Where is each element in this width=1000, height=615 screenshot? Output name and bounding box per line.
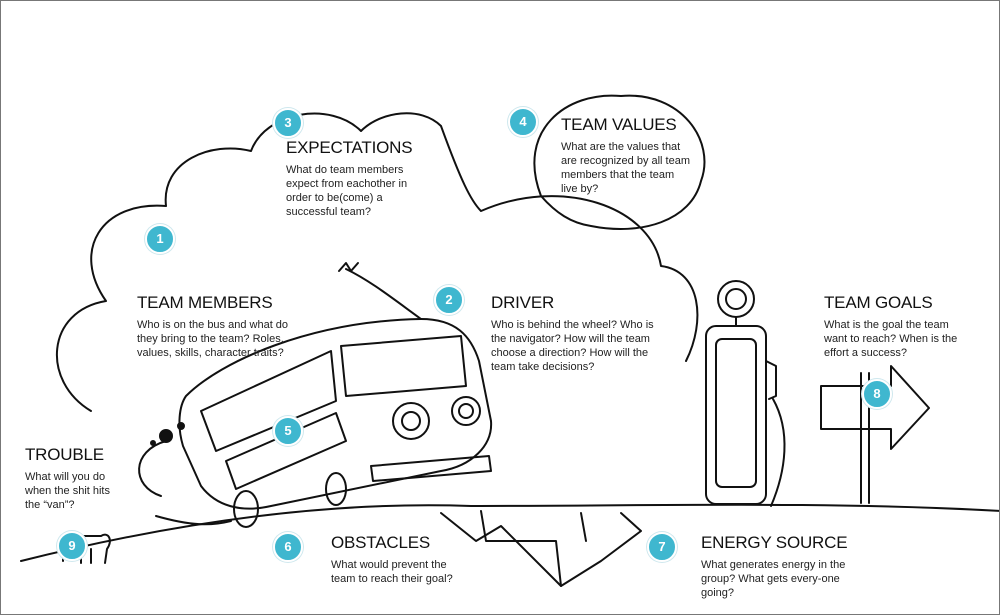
ground-line bbox=[20, 503, 999, 562]
step-text: What are the values that are recognized … bbox=[561, 141, 691, 195]
step-text: Who is on the bus and what do they bring… bbox=[137, 319, 289, 359]
step-number-badge: 8 bbox=[862, 379, 892, 409]
step-number-badge: 3 bbox=[273, 108, 303, 138]
step-title: DRIVER bbox=[491, 293, 555, 312]
step-title: EXPECTATIONS bbox=[286, 138, 413, 157]
step-title: TEAM GOALS bbox=[824, 293, 933, 312]
step-title: TROUBLE bbox=[25, 445, 104, 464]
step-number-badge: 4 bbox=[508, 107, 538, 137]
step-team-members: TEAM MEMBERS Who is on the bus and what … bbox=[137, 293, 292, 360]
step-title: ENERGY SOURCE bbox=[701, 533, 848, 552]
step-expectations: EXPECTATIONS What do team members expect… bbox=[286, 138, 431, 219]
step-text: What do team members expect from eachoth… bbox=[286, 164, 408, 218]
step-trouble: TROUBLE What will you do when the shit h… bbox=[25, 445, 125, 512]
step-number-badge: 5 bbox=[273, 416, 303, 446]
step-text: What is the goal the team want to reach?… bbox=[824, 319, 958, 359]
step-energy-source: ENERGY SOURCE What generates energy in t… bbox=[701, 533, 856, 600]
speech-bubble-icon bbox=[533, 94, 706, 230]
cloud-icon bbox=[56, 112, 699, 412]
bus-icon bbox=[138, 262, 493, 528]
step-number-badge: 6 bbox=[273, 532, 303, 562]
fuel-pump-icon bbox=[705, 280, 786, 507]
step-text: What generates energy in the group? What… bbox=[701, 559, 846, 599]
step-driver: DRIVER Who is behind the wheel? Who is t… bbox=[491, 293, 671, 374]
step-text: What would prevent the team to reach the… bbox=[331, 559, 453, 585]
step-text: What will you do when the shit hits the … bbox=[25, 471, 110, 511]
step-team-values: TEAM VALUES What are the values that are… bbox=[561, 115, 691, 196]
crack-icon bbox=[440, 510, 642, 587]
step-number-badge: 2 bbox=[434, 285, 464, 315]
step-obstacles: OBSTACLES What would prevent the team to… bbox=[331, 533, 471, 586]
step-title: OBSTACLES bbox=[331, 533, 430, 552]
step-number-badge: 1 bbox=[145, 224, 175, 254]
step-text: Who is behind the wheel? Who is the navi… bbox=[491, 319, 654, 373]
step-title: TEAM MEMBERS bbox=[137, 293, 273, 312]
step-title: TEAM VALUES bbox=[561, 115, 677, 134]
step-number-badge: 9 bbox=[57, 531, 87, 561]
step-team-goals: TEAM GOALS What is the goal the team wan… bbox=[824, 293, 974, 360]
step-number-badge: 7 bbox=[647, 532, 677, 562]
